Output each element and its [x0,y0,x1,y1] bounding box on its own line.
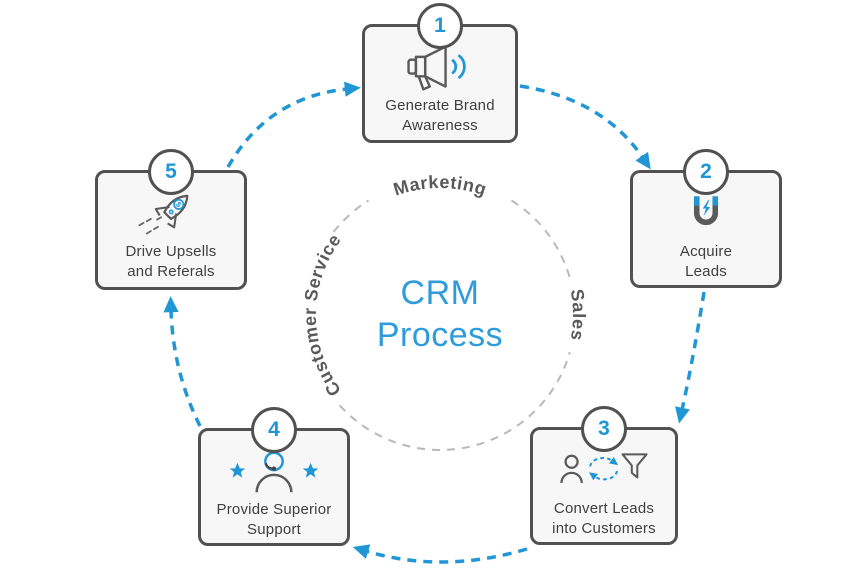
megaphone-icon [365,42,515,94]
dollar-window-icon [173,198,185,210]
step-3-number-badge: 3 [581,406,627,452]
step-4-label-line2: Support [247,520,301,538]
step-1-label-line1: Generate Brand [385,97,495,114]
dashed-ring [332,199,571,451]
diagram-title-line2: Process [376,316,504,355]
step-5-number-badge: 5 [148,149,194,195]
step-2-label-line1: Acquire [679,243,733,260]
ring-label-marketing-text: Marketing [391,172,489,200]
lightning-bolt-icon [702,200,711,216]
support-agent-stars-icon [201,446,347,498]
step-5-label-line1: Drive Upsells [125,243,217,260]
step-4-label: Provide Superior Support [201,500,347,540]
step-3-label-line2: into Customers [552,519,656,537]
person-funnel-cycle-icon [533,445,675,497]
step-2-number: 2 [700,160,712,183]
step-1-number: 1 [434,14,446,37]
ring-arc-bottom [338,351,571,451]
svg-text:$: $ [174,200,184,210]
cycle-arrows-icon [588,456,619,481]
magnet-icon [633,188,779,240]
rocket-trail-icon [138,214,165,235]
diagram-title-line1: CRM [400,274,480,312]
flow-arrow-1-to-2 [519,84,651,170]
step-card-3: 3 Convert Leads [530,406,678,545]
step-4-number: 4 [268,418,280,441]
flow-arrows [163,81,706,564]
step-4-number-badge: 4 [251,407,297,453]
ring-arc-top-right [510,199,571,279]
ring-label-sales: Sales [567,288,589,342]
step-2-label-line2: Leads [685,262,727,280]
person-icon [560,454,583,484]
step-3-label: Convert Leads into Customers [533,499,675,539]
step-4-label-line1: Provide Superior [216,501,332,518]
step-card-1: 1 Generate Brand Awareness [362,3,518,143]
flow-arrow-4-to-5 [163,296,202,427]
flow-arrow-2-to-3 [675,291,706,424]
step-2-label: Acquire Leads [633,242,779,282]
step-card-5: 5 $ Drive Upsells an [95,149,247,290]
ring-label-marketing: Marketing [391,172,489,200]
funnel-icon [621,453,648,479]
step-1-label-line2: Awareness [402,116,478,134]
rocket-icon: $ [98,188,244,240]
step-card-2: 2 Acquire Leads [630,149,782,288]
step-3-number: 3 [598,417,610,440]
step-card-4: 4 Provide Superior Support [198,407,350,546]
ring-label-sales-text: Sales [567,288,589,342]
step-1-label: Generate Brand Awareness [365,96,515,136]
sound-waves-icon [451,54,466,79]
star-right-icon [302,462,319,478]
headset-person-icon [255,451,293,493]
star-left-icon [229,462,246,478]
step-2-number-badge: 2 [683,149,729,195]
step-5-label-line2: and Referals [127,262,215,280]
diagram-title: CRM Process [330,272,550,356]
step-1-number-badge: 1 [417,3,463,49]
flow-arrow-3-to-4 [352,544,528,564]
step-5-number: 5 [165,160,177,183]
step-3-label-line1: Convert Leads [553,500,655,517]
flow-arrow-5-to-1 [226,81,361,168]
ring-arc-top-left [332,199,370,233]
step-5-label: Drive Upsells and Referals [98,242,244,282]
